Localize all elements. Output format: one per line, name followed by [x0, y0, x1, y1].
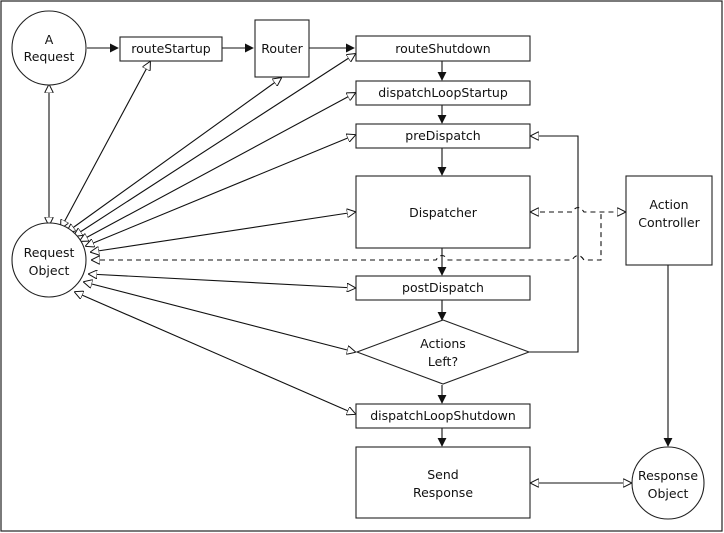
node-dispatch-loop-shutdown: dispatchLoopShutdown: [355, 403, 531, 429]
node-send-response: Send Response: [355, 446, 531, 519]
action-controller-label-2: Controller: [638, 215, 700, 230]
node-route-shutdown: routeShutdown: [355, 35, 531, 62]
send-response-label-2: Response: [413, 485, 473, 500]
route-shutdown-label: routeShutdown: [395, 41, 490, 56]
edge-loop-back-to-predispatch: [529, 136, 579, 353]
response-object-label-2: Object: [648, 486, 689, 501]
node-action-controller: Action Controller: [625, 175, 713, 266]
node-dispatch-loop-startup: dispatchLoopStartup: [355, 80, 531, 106]
dispatcher-label: Dispatcher: [409, 205, 478, 220]
request-object-label-1: Request: [24, 245, 75, 260]
dispatch-loop-startup-label: dispatchLoopStartup: [378, 85, 508, 100]
response-object-label-1: Response: [638, 468, 698, 483]
edge-requestobject-dispatchloopshutdown: [75, 292, 355, 414]
actions-left-label-1: Actions: [420, 336, 466, 351]
node-pre-dispatch: preDispatch: [355, 123, 531, 149]
actions-left-label-2: Left?: [428, 354, 458, 369]
pre-dispatch-label: preDispatch: [405, 128, 480, 143]
node-actions-left: Actions Left?: [355, 319, 531, 385]
request-object-label-2: Object: [29, 263, 70, 278]
post-dispatch-label: postDispatch: [402, 280, 484, 295]
edge-requestobject-dispatcher: [91, 212, 355, 252]
node-router: Router: [254, 19, 310, 78]
edges: [49, 43, 673, 483]
a-request-label-1: A: [45, 32, 54, 47]
send-response-label-1: Send: [427, 467, 458, 482]
edge-dispatcher-actioncontroller: [531, 206, 625, 213]
node-request-object: Request Object: [11, 222, 87, 298]
action-controller-label-1: Action: [649, 197, 688, 212]
node-a-request: A Request: [11, 10, 87, 86]
node-response-object: Response Object: [631, 446, 705, 520]
router-label: Router: [261, 41, 303, 56]
dispatch-loop-shutdown-label: dispatchLoopShutdown: [370, 408, 516, 423]
node-dispatcher: Dispatcher: [355, 175, 531, 249]
route-startup-label: routeStartup: [131, 41, 210, 56]
a-request-label-2: Request: [24, 49, 75, 64]
edge-requestobject-actioncontroller: [91, 212, 602, 261]
node-post-dispatch: postDispatch: [355, 275, 531, 301]
node-route-startup: routeStartup: [119, 36, 223, 62]
